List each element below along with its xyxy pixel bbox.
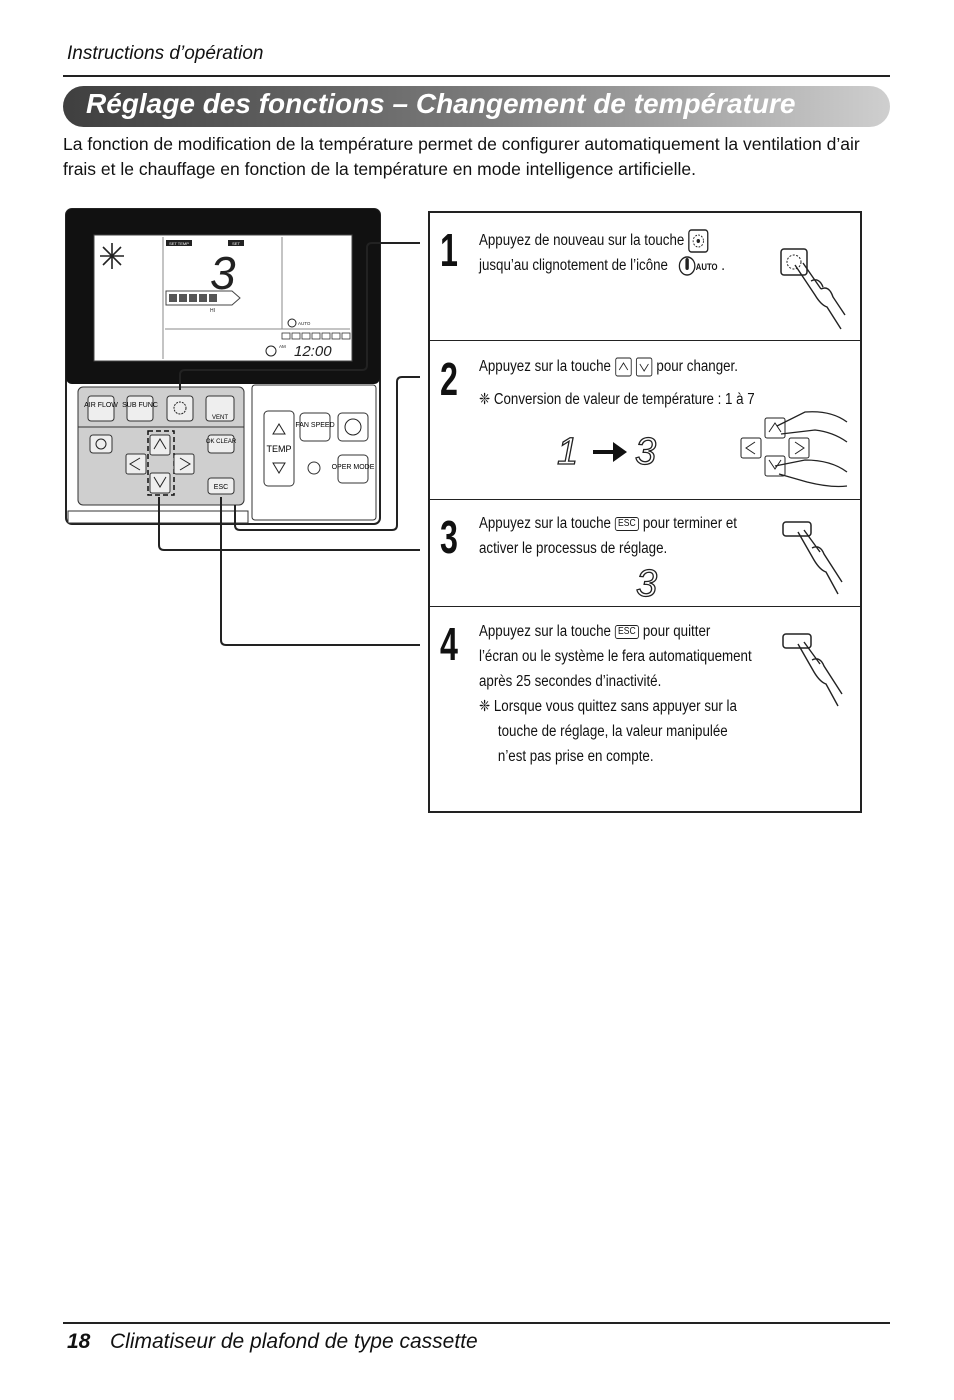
hand-pressing-esc-icon	[782, 521, 843, 595]
step-4-note1: ❈ Lorsque vous quittez sans appuyer sur …	[479, 698, 737, 715]
step-2-line1a: Appuyez sur la touche	[479, 358, 611, 375]
hands-pressing-arrows-icon	[740, 411, 848, 488]
step-2-line1b: pour changer.	[656, 358, 738, 375]
lcd-auto-label: AUTO	[298, 321, 311, 326]
result-value: 3	[636, 563, 657, 602]
right-arrow-icon	[179, 457, 191, 471]
down-key-icon	[635, 357, 653, 377]
result-display: 3	[635, 562, 657, 602]
settings-key-icon	[688, 229, 709, 253]
set-tag	[228, 240, 244, 246]
title-banner	[63, 86, 890, 127]
footer-title: Climatiseur de plafond de type cassette	[110, 1330, 478, 1353]
set-temp-tag	[166, 240, 192, 246]
lcd-clock: 12:00	[294, 343, 332, 360]
step-3-text: Appuyez sur la touche ESC pour terminer …	[479, 511, 737, 561]
up-arrow-icon	[153, 438, 167, 450]
fan-level-bar	[165, 290, 241, 306]
esc-key-icon: ESC	[614, 624, 640, 639]
connector-lines	[158, 242, 420, 646]
value-from: 1	[557, 431, 578, 472]
step-number-3: 3	[440, 511, 458, 563]
hand-pressing-settings-icon	[780, 248, 846, 330]
footer-rule	[63, 1322, 890, 1324]
page-title: Réglage des fonctions – Changement de te…	[86, 88, 796, 119]
vent-button: VENT	[212, 415, 228, 421]
value-to: 3	[635, 431, 656, 472]
fan-speed-button: FAN SPEED	[295, 422, 334, 429]
remote-controller-illustration: SET TEMP SET 3 HI AUTO AM 12:00 AIR FLOW…	[65, 208, 420, 646]
page-number: 18	[67, 1330, 91, 1353]
value-change-illustration: 1 3	[556, 430, 656, 472]
steps-panel	[428, 211, 862, 813]
set-label: SET	[232, 241, 240, 246]
temp-up-icon	[272, 423, 286, 435]
step-number-2: 2	[440, 353, 458, 405]
esc-button: ESC	[214, 484, 228, 491]
step-4-note3: n’est pas prise en compte.	[497, 748, 654, 765]
fan-level-label: HI	[210, 308, 215, 314]
step-2-text: Appuyez sur la touche pour changer.	[479, 354, 738, 379]
step-2-note: ❈ Conversion de valeur de température : …	[479, 391, 755, 408]
step-4-line1b: pour quitter	[642, 623, 711, 640]
sub-func-button: SUB FUNC	[122, 402, 158, 409]
auto-temp-icon	[287, 318, 297, 328]
step-1-line1: Appuyez de nouveau sur la touche	[479, 232, 685, 249]
up-key-icon	[615, 357, 632, 377]
oper-mode-button: OPER MODE	[332, 464, 375, 471]
power-icon	[344, 418, 362, 436]
step-divider	[430, 340, 860, 341]
step-1-period: .	[721, 257, 725, 274]
step-1-auto-label: AUTO	[695, 262, 718, 272]
step-4-line2: l’écran ou le système le fera automatiqu…	[479, 648, 752, 665]
step-4-text: Appuyez sur la touche ESC pour quitter l…	[479, 619, 752, 769]
step-1-line2: jusqu’au clignotement de l’icône	[479, 257, 668, 274]
hand-pressing-esc-icon	[782, 633, 843, 707]
set-temp-label: SET TEMP	[169, 241, 189, 246]
step-number-1: 1	[440, 224, 458, 276]
lcd-digit: 3	[210, 247, 236, 299]
step-number-4: 4	[440, 618, 458, 670]
step-4-line1a: Appuyez sur la touche	[479, 623, 611, 640]
lcd-screen	[93, 234, 353, 362]
am-label: AM	[279, 344, 286, 349]
air-flow-button: AIR FLOW	[84, 402, 118, 409]
step-4-line3: après 25 secondes d’inactivité.	[479, 673, 662, 690]
step-3-line2: activer le processus de réglage.	[479, 540, 668, 557]
esc-key-icon: ESC	[614, 516, 640, 531]
timer-button-icon	[95, 438, 107, 450]
timer-icon	[265, 345, 277, 357]
cooling-icon	[100, 243, 124, 269]
step-1-text: Appuyez de nouveau sur la touche jusqu’a…	[479, 228, 725, 280]
step-3-line1a: Appuyez sur la touche	[479, 515, 611, 532]
step-3-line1b: pour terminer et	[642, 515, 737, 532]
running-header: Instructions d’opération	[67, 43, 264, 64]
step-divider	[430, 606, 860, 607]
temp-label: TEMP	[266, 444, 291, 454]
arrow-right-icon	[593, 442, 627, 462]
down-arrow-icon	[153, 476, 167, 488]
step-divider	[430, 499, 860, 500]
header-rule	[63, 75, 890, 77]
weekday-icons	[281, 332, 351, 340]
settings-gear-icon	[173, 401, 187, 415]
indicator-lamp	[307, 461, 321, 475]
left-arrow-icon	[129, 457, 141, 471]
intro-paragraph: La fonction de modification de la tempér…	[63, 134, 860, 179]
ok-clear-button: OK CLEAR	[206, 439, 237, 445]
step-4-note2: touche de réglage, la valeur manipulée	[497, 723, 728, 740]
auto-temperature-icon	[678, 256, 696, 276]
temp-down-icon	[272, 462, 286, 474]
